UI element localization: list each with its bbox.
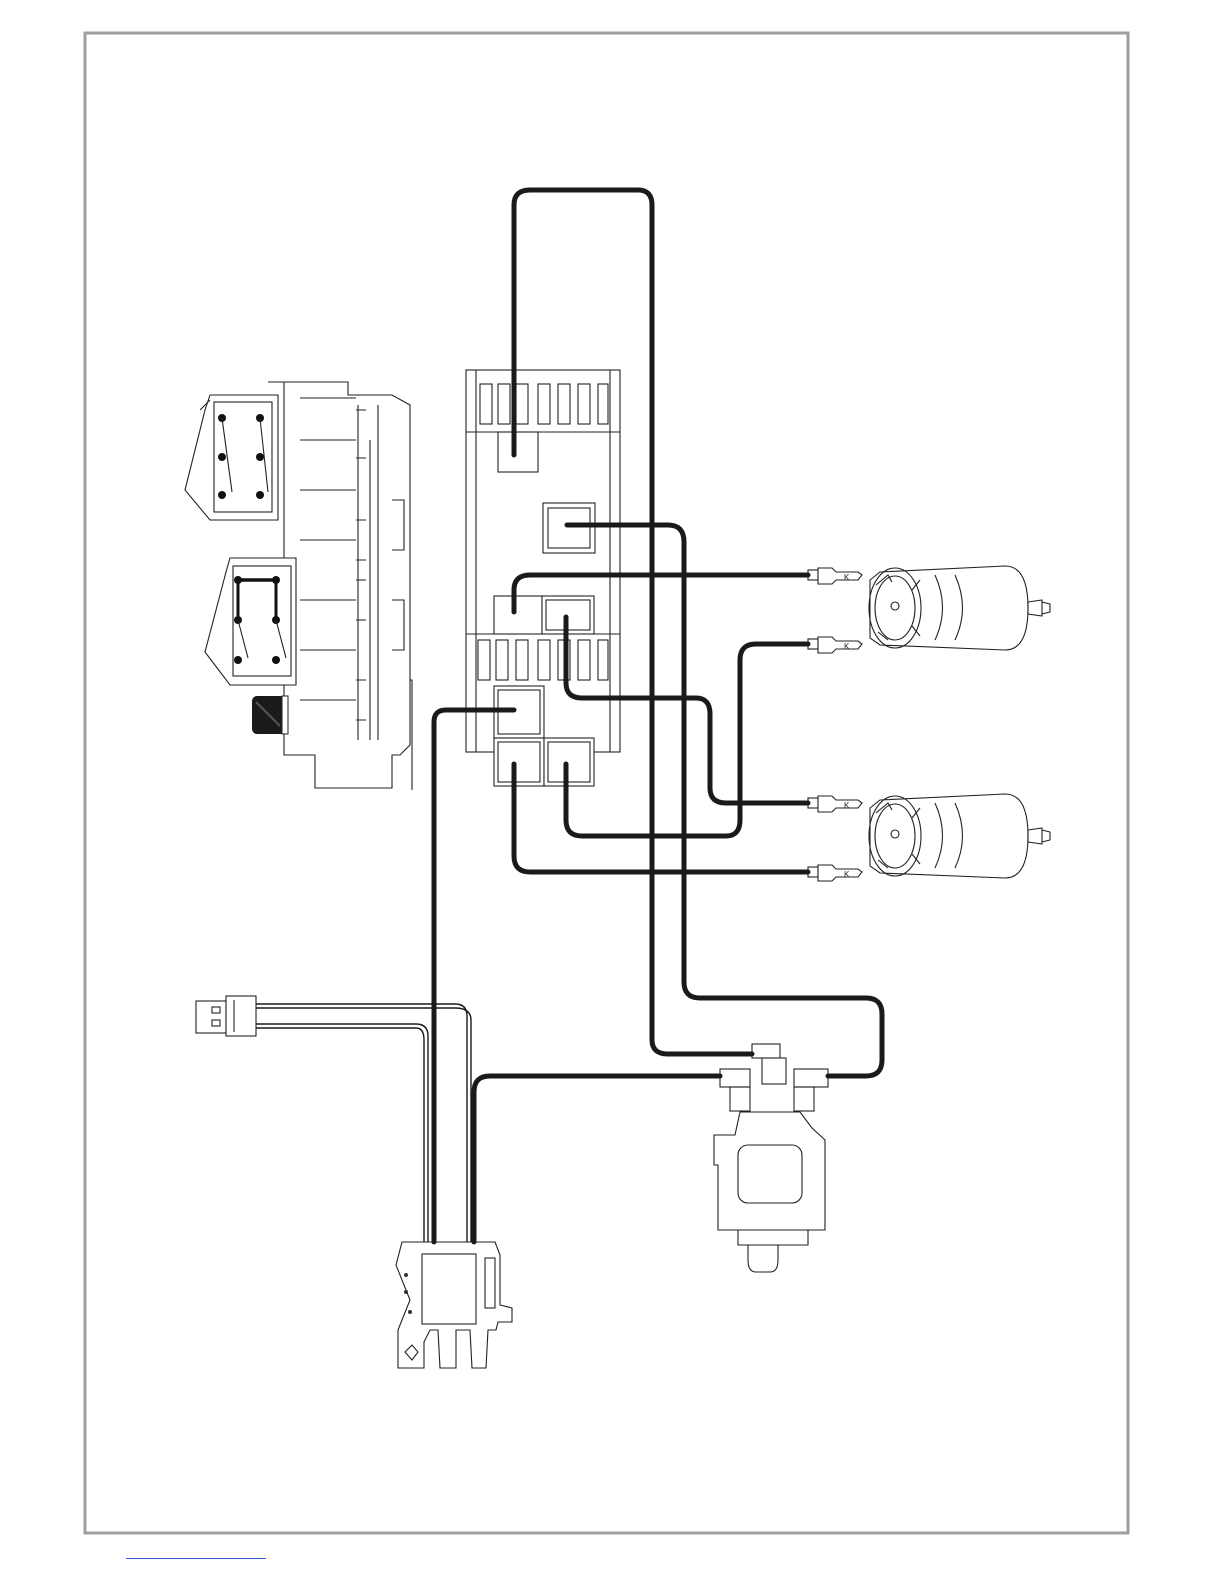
wire-motor-2 — [566, 644, 808, 836]
socket-bottom-left[interactable] — [494, 738, 544, 786]
cable-charge-1b — [256, 1008, 471, 1242]
cooling-fins-mid — [466, 634, 620, 680]
speed-knob-icon[interactable] — [252, 696, 288, 734]
svg-text:K: K — [844, 870, 850, 879]
page-frame — [85, 33, 1128, 1533]
rocker-switch-upper[interactable] — [185, 395, 278, 520]
battery-connector[interactable] — [396, 1242, 512, 1368]
svg-text:K: K — [844, 801, 850, 810]
cable-charge-2 — [256, 1024, 428, 1242]
motor-lower — [869, 794, 1050, 878]
svg-text:K: K — [844, 642, 850, 651]
foot-pedal-switch[interactable] — [714, 1044, 828, 1272]
spade-connectors: K K K K — [808, 568, 862, 881]
spade-connector-1: K — [808, 568, 862, 584]
svg-text:K: K — [844, 573, 850, 582]
wiring — [256, 190, 882, 1242]
charging-port[interactable] — [196, 996, 256, 1036]
control-box — [466, 370, 620, 786]
motor-upper — [869, 566, 1050, 650]
spade-connector-2: K — [808, 637, 862, 653]
socket-upper-right[interactable] — [543, 503, 595, 553]
spade-connector-3: K — [808, 796, 862, 812]
cooling-fins-top — [466, 384, 620, 432]
cable-charge-2b — [256, 1028, 424, 1242]
socket-top[interactable] — [498, 432, 538, 472]
footer-link-underline[interactable] — [126, 1548, 266, 1559]
rocker-switch-lower[interactable] — [205, 558, 296, 685]
socket-bottom-right[interactable] — [544, 738, 594, 786]
switch-assembly — [185, 382, 412, 790]
socket-mid-left[interactable] — [494, 596, 542, 634]
spade-connector-4: K — [808, 865, 862, 881]
wire-pedal-battery — [474, 1076, 720, 1242]
